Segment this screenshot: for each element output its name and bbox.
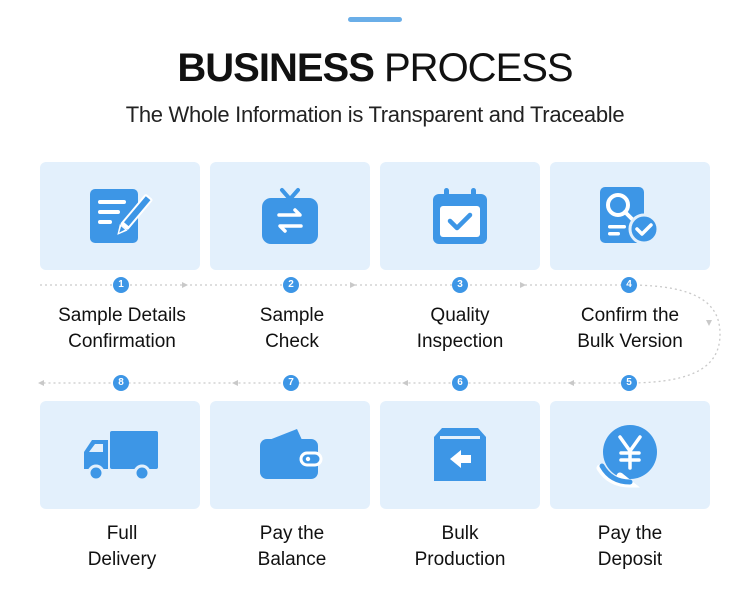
step-number-badge: 7	[283, 375, 299, 391]
card-step-3	[380, 162, 540, 270]
step-number-badge: 2	[283, 277, 299, 293]
box-arrow-icon	[434, 428, 486, 481]
card-step-2	[210, 162, 370, 270]
title-bold: BUSINESS	[177, 46, 374, 90]
card-step-1	[40, 162, 200, 270]
document-search-icon	[600, 187, 660, 245]
page-subtitle: The Whole Information is Transparent and…	[125, 102, 625, 127]
title-rest: PROCESS	[384, 46, 574, 90]
accent-bar	[348, 17, 402, 22]
step-number-badge: 6	[452, 375, 468, 391]
document-edit-icon	[90, 189, 153, 243]
yen-coin-icon	[596, 425, 657, 488]
page-title: BUSINESS PROCESS	[0, 46, 750, 91]
wallet-icon	[260, 429, 323, 479]
truck-icon	[84, 431, 158, 482]
step-number-badge: 1	[113, 277, 129, 293]
step-number-badge: 5	[621, 375, 637, 391]
step-number-badge: 4	[621, 277, 637, 293]
calendar-check-icon	[433, 188, 487, 244]
step-number-badge: 8	[113, 375, 129, 391]
step-number-badge: 3	[452, 277, 468, 293]
card-step-8	[40, 401, 200, 509]
card-step-6	[380, 401, 540, 509]
tv-exchange-icon	[262, 188, 318, 244]
card-step-7	[210, 401, 370, 509]
card-step-5	[550, 401, 710, 509]
card-step-4	[550, 162, 710, 270]
